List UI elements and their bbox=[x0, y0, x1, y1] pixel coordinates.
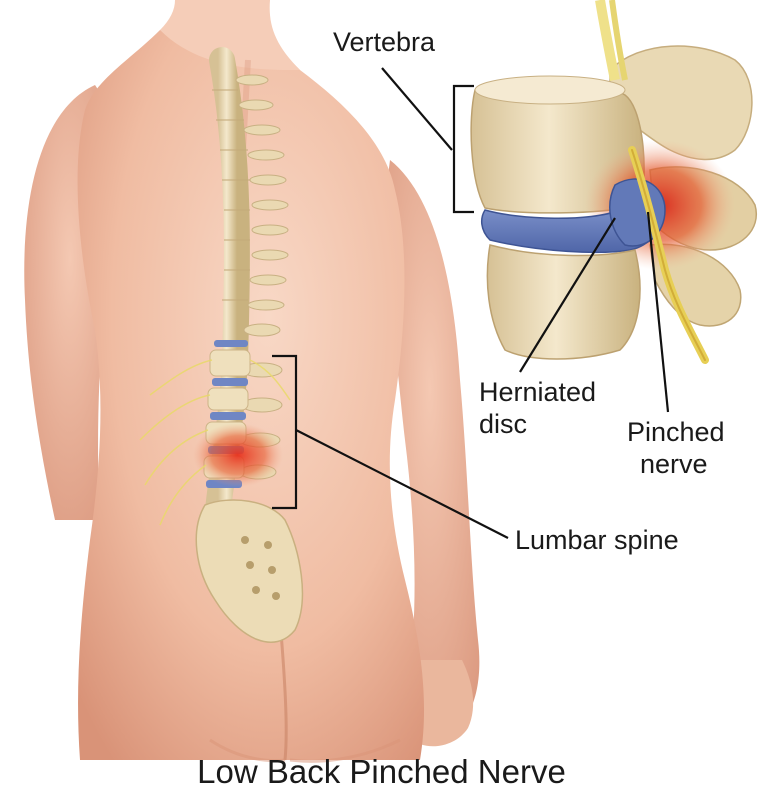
label-pinched-nerve-line2: nerve bbox=[640, 448, 708, 481]
label-pinched-nerve-line1: Pinched bbox=[627, 416, 725, 449]
label-herniated-disc-line1: Herniated bbox=[479, 376, 596, 409]
label-herniated-disc-line2: disc bbox=[479, 408, 527, 441]
label-vertebra: Vertebra bbox=[333, 26, 435, 59]
inflammation-area bbox=[193, 423, 283, 487]
vertebra-inset bbox=[471, 0, 756, 360]
torso bbox=[24, 0, 479, 761]
label-lumbar-spine: Lumbar spine bbox=[515, 524, 679, 557]
diagram-title: Low Back Pinched Nerve bbox=[0, 752, 763, 792]
